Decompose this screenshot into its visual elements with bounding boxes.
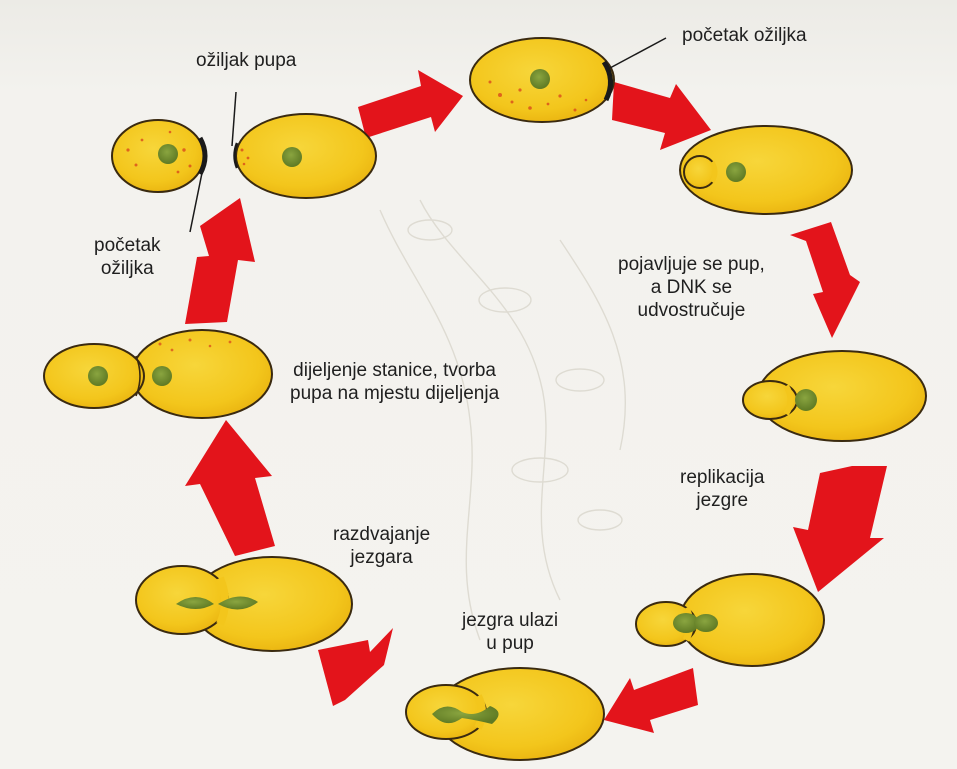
label-nucleus-replication: replikacija jezgre xyxy=(680,466,764,512)
bud-scar-leader-line xyxy=(232,92,236,146)
nucleus xyxy=(795,389,817,411)
label-bud-scar: ožiljak pupa xyxy=(196,49,296,72)
nucleus xyxy=(530,69,550,89)
cell-stage-bottom-left xyxy=(136,557,352,651)
nucleus xyxy=(282,147,302,167)
label-nuclei-separation: razdvajanje jezgara xyxy=(333,523,430,569)
arrow-bottom-right xyxy=(604,668,698,733)
cell-stage-top-left-mother xyxy=(112,120,205,232)
nucleus xyxy=(726,162,746,182)
scar-leader-line xyxy=(610,38,666,68)
cell-stage-left xyxy=(44,330,272,418)
background-sketch xyxy=(380,200,625,640)
nucleus xyxy=(88,366,108,386)
arrow-right-lower xyxy=(793,466,887,592)
nucleus xyxy=(694,614,718,632)
arrow-top-left xyxy=(358,70,463,138)
cell-stage-right-bottom xyxy=(636,574,824,666)
arrow-top-right xyxy=(612,82,711,150)
label-scar-start-top: početak ožiljka xyxy=(682,24,807,47)
nucleus xyxy=(152,366,172,386)
label-cell-division: dijeljenje stanice, tvorba pupa na mjest… xyxy=(290,359,499,405)
label-bud-appears: pojavljuje se pup, a DNK se udvostručuje xyxy=(618,253,765,322)
cell-stage-right-top xyxy=(680,126,852,214)
label-scar-start-left: početak ožiljka xyxy=(94,234,161,280)
cell-stage-top-left-daughter xyxy=(232,92,376,198)
nucleus xyxy=(158,144,178,164)
cell-stage-right-middle xyxy=(743,351,926,441)
arrow-right-upper xyxy=(790,222,860,338)
arrow-bottom-left xyxy=(318,628,393,706)
arrow-left-upper xyxy=(185,198,255,324)
label-nucleus-enters-bud: jezgra ulazi u pup xyxy=(462,609,558,655)
arrow-left-lower xyxy=(185,420,275,556)
cell-stage-bottom xyxy=(406,668,604,760)
